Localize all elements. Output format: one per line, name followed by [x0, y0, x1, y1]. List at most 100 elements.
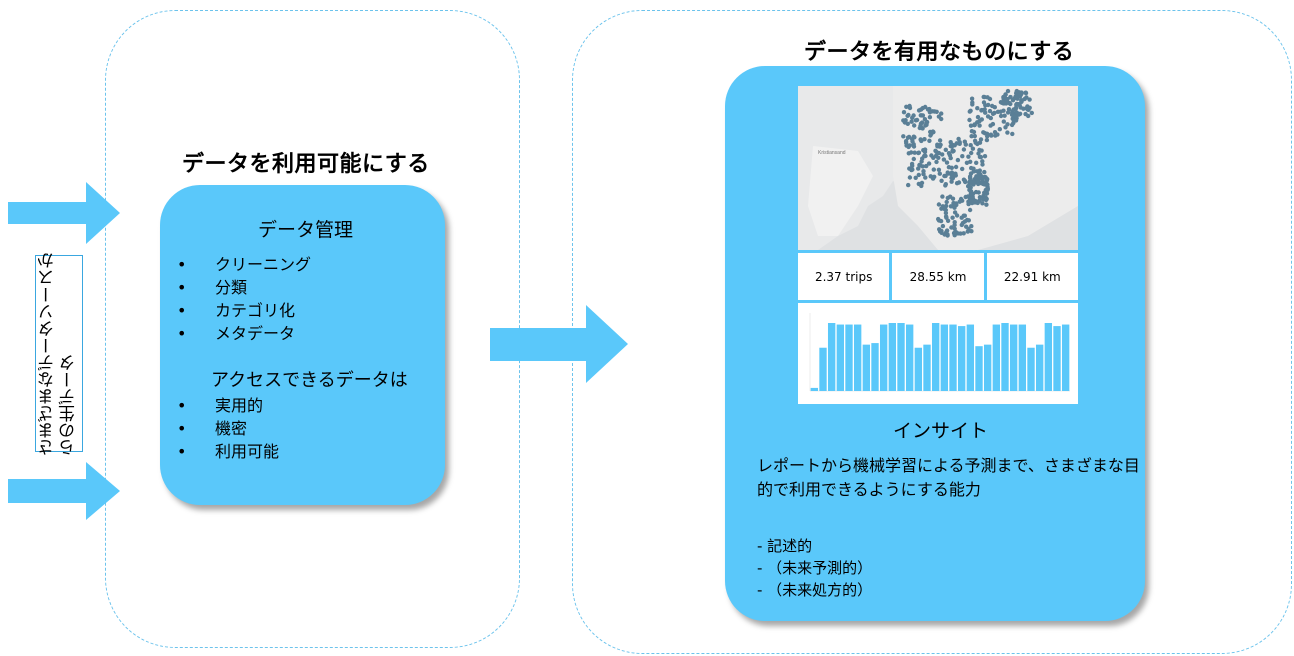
chart-bar — [1001, 323, 1009, 391]
map-dot — [919, 180, 925, 186]
incoming-arrow-top — [8, 182, 120, 244]
useful-heading: データを有用なものにする — [804, 40, 1075, 65]
map-dot — [976, 151, 981, 156]
map-dot — [909, 150, 914, 155]
raw-data-label-line-2: らの生データ — [59, 353, 79, 456]
map-dot — [969, 134, 974, 139]
chart-bar — [923, 344, 931, 391]
insight-description: レポートから機械学習による予測まで、さまざまな目的で利用できるようにする能力 — [757, 456, 1140, 499]
map-dot — [953, 164, 959, 170]
map-dot — [944, 203, 949, 209]
kpi-distance-2: 22.91 km — [986, 253, 1078, 300]
raw-data-label: さまざまなデータソースか らの生データ — [35, 252, 83, 456]
map-dot — [1027, 97, 1032, 102]
map-dot — [944, 230, 949, 235]
map-dot — [964, 160, 970, 165]
map-dot — [975, 106, 980, 111]
chart-bar — [992, 324, 1001, 391]
map-dot — [973, 189, 979, 195]
map-dot — [980, 162, 985, 167]
map-dot — [967, 207, 973, 213]
map-dot — [1001, 119, 1006, 124]
map-dot — [1008, 101, 1013, 107]
list-item: クリーニング — [177, 253, 311, 276]
bar-chart — [809, 313, 1070, 392]
map-dot — [943, 173, 948, 179]
map-dot — [901, 110, 907, 115]
map-dot — [936, 155, 941, 160]
map-dot — [901, 134, 906, 139]
map-dot — [984, 202, 989, 207]
chart-bar — [914, 347, 923, 391]
chart-bar — [879, 324, 888, 391]
map-dot — [970, 146, 976, 151]
map-dot — [954, 213, 960, 218]
chart-bar — [1027, 347, 1035, 391]
chart-bar — [853, 324, 862, 391]
chart-bar — [827, 323, 836, 391]
map-dot — [963, 142, 968, 147]
chart-bar — [845, 324, 853, 391]
chart-bar — [940, 324, 949, 391]
map-dot — [989, 133, 994, 138]
map-dot — [919, 113, 924, 118]
map-dot — [925, 107, 931, 112]
map-dot — [968, 178, 973, 183]
chart-bar — [966, 324, 975, 391]
map-dot — [934, 159, 939, 165]
chart-bar — [1044, 323, 1053, 391]
map-dot — [1013, 106, 1019, 111]
map-dot — [969, 96, 975, 101]
map-dot — [934, 149, 939, 155]
map-dot — [906, 144, 911, 150]
map-dot — [995, 109, 1001, 114]
map-dot — [968, 159, 973, 164]
map-dot — [1009, 122, 1015, 128]
map-dot — [957, 141, 962, 146]
map-dot — [921, 148, 926, 153]
map-dot — [1027, 105, 1032, 110]
map-dot — [981, 197, 986, 202]
list-item: カテゴリ化 — [177, 299, 311, 322]
map-dot — [951, 148, 956, 154]
map-dot — [911, 144, 917, 149]
map-dot — [1013, 118, 1019, 123]
map-dot — [992, 105, 997, 110]
map-dot — [973, 140, 978, 145]
map-dot — [1005, 110, 1011, 115]
map-dot — [909, 119, 914, 124]
map-dot — [916, 166, 921, 171]
map-dot — [907, 175, 913, 180]
list-item: 機密 — [177, 417, 279, 440]
map-dot — [948, 194, 953, 199]
list-item: 分類 — [177, 276, 311, 299]
map-dot — [1003, 92, 1008, 97]
map-dot — [981, 130, 986, 135]
map-dot — [984, 196, 989, 202]
map-dot — [944, 199, 949, 205]
map-dot — [952, 220, 957, 225]
map-dot — [969, 224, 974, 229]
map-dot — [927, 138, 932, 143]
map-dot — [975, 114, 981, 120]
map-dot — [921, 171, 926, 177]
map-dot — [970, 102, 975, 107]
map-dot — [910, 163, 915, 168]
map-dot — [966, 184, 971, 189]
map-dot — [910, 115, 915, 120]
map-dot — [922, 137, 927, 142]
map-dot — [1014, 102, 1019, 107]
map-dot — [939, 178, 944, 183]
chart-bar — [905, 324, 914, 391]
available-heading: データを利用可能にする — [182, 152, 430, 177]
map-dots — [901, 88, 1034, 238]
map-dot — [974, 160, 979, 165]
chart-bar — [1018, 324, 1027, 391]
map-dot — [1005, 130, 1010, 135]
map-dot — [945, 170, 950, 175]
map-dot — [1026, 113, 1031, 119]
chart-bar — [862, 344, 871, 391]
map-dot — [927, 115, 933, 120]
map-dot — [949, 172, 955, 178]
map-dot — [946, 151, 952, 156]
